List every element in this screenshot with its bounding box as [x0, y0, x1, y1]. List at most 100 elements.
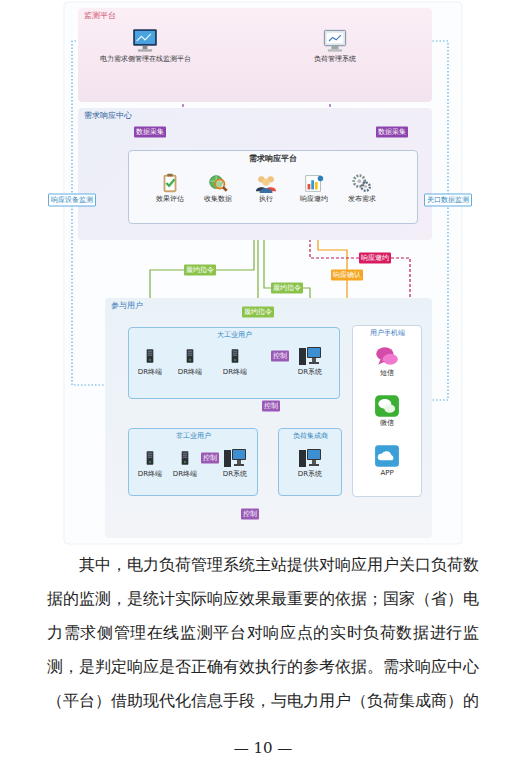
icon-node: DR终端 [136, 447, 164, 479]
icon-graphic [376, 347, 398, 364]
icon-pc [222, 447, 248, 469]
group-title: 监测平台 [84, 11, 116, 21]
icon-bubble [374, 344, 400, 368]
icon-caption: DR系统 [298, 470, 322, 479]
icon-caption: 收集数据 [204, 195, 232, 204]
icon-server [142, 447, 158, 469]
icon-wechat [374, 394, 400, 418]
icon-caption: DR终端 [138, 368, 162, 377]
icon-caption: 电力需求侧管理在线监测平台 [100, 55, 191, 64]
icon-node: DR终端 [171, 447, 199, 479]
icon-graphic [324, 30, 345, 51]
icon-graphic [164, 174, 177, 192]
group-title: 大工业用户 [129, 331, 339, 340]
icon-caption: DR系统 [223, 470, 247, 479]
group-title: 参与用户 [111, 301, 143, 311]
group-title: 负荷集成商 [279, 432, 341, 441]
icon-node: 负荷管理系统 [312, 28, 358, 64]
group-band: 负荷集成商 DR系统 [278, 428, 342, 496]
figure-frame [64, 2, 462, 544]
icon-caption: 微信 [380, 419, 394, 428]
edge-label: 履约指令 [184, 265, 216, 276]
icon-search [207, 172, 229, 194]
icon-graphic [306, 176, 323, 192]
page-number: — 10 — [0, 738, 526, 758]
icon-node: 发布需求 [346, 172, 378, 204]
icon-pc [297, 447, 323, 469]
edge-label: 关口数据监测 [424, 194, 472, 207]
icon-node: 响应邀约 [298, 172, 330, 204]
icon-graphic [375, 445, 399, 467]
group-band: 监测平台电力需求侧管理在线监测平台 负荷管理系统 [78, 8, 432, 102]
icon-caption: 负荷管理系统 [314, 55, 356, 64]
group-band: 非工业用户DR终端DR终端DR系统 [128, 428, 258, 496]
icon-graphic [187, 349, 194, 362]
icon-caption: 效果评估 [156, 195, 184, 204]
group-title: 用户手机端 [353, 329, 421, 338]
icon-graphic [182, 451, 189, 464]
icon-screen [320, 28, 350, 54]
icon-caption: 响应邀约 [300, 195, 328, 204]
icon-graphic [299, 449, 321, 467]
group-band: 参与用户大工业用户DR终端DR终端DR终端DR系统非工业用户DR终端DR终端DR… [105, 298, 432, 538]
icon-node: DR终端 [136, 345, 164, 377]
edge-label: 履约指令 [242, 307, 274, 318]
icon-graphic [232, 349, 239, 362]
icon-gears [351, 172, 373, 194]
icon-caption: APP [380, 469, 393, 478]
edge-label: 控制 [241, 509, 259, 520]
edge-label: 数据采集 [134, 127, 166, 138]
body-paragraph: 其中，电力负荷管理系统主站提供对响应用户关口负荷数据的监测，是统计实际响应效果最… [47, 548, 479, 718]
group-band: 需求响应平台效果评估收集数据执行响应邀约发布需求 [128, 150, 418, 224]
edge-label: 控制 [262, 401, 280, 412]
icon-node: DR终端 [221, 345, 249, 377]
edge-label: 响应设备监测 [48, 194, 96, 207]
edge-label: 数据采集 [376, 127, 408, 138]
icon-cloud [374, 444, 400, 468]
icon-graphic [147, 349, 154, 362]
icon-graphic [147, 451, 154, 464]
icon-monitor [130, 28, 160, 54]
icon-node: 微信 [372, 394, 402, 428]
icon-caption: DR终端 [138, 470, 162, 479]
icon-graphic [133, 29, 157, 51]
icon-graphic [224, 449, 246, 467]
group-band: 大工业用户 DR终端 DR终端 DR终端 DR系统 [128, 327, 340, 399]
group-band: 用户手机端短信微信 APP [352, 325, 422, 497]
icon-server [142, 345, 158, 367]
edge-label: 控制 [271, 351, 289, 362]
icon-node: 收集数据 [202, 172, 234, 204]
icon-node: DR系统 [295, 345, 325, 377]
icon-people [255, 172, 277, 194]
icon-graphic [299, 347, 321, 365]
icon-check [159, 172, 181, 194]
icon-caption: 执行 [259, 195, 273, 204]
icon-graphic [354, 176, 370, 191]
icon-graphic [256, 176, 276, 193]
icon-node: APP [372, 444, 402, 478]
icon-node: 电力需求侧管理在线监测平台 [98, 28, 193, 64]
group-title: 需求响应中心 [84, 111, 132, 121]
icon-server [182, 345, 198, 367]
icon-caption: DR终端 [223, 368, 247, 377]
icon-node: DR系统 [220, 447, 250, 479]
icon-node: 执行 [253, 172, 279, 204]
icon-caption: DR系统 [298, 368, 322, 377]
icon-node: DR终端 [176, 345, 204, 377]
icon-server [177, 447, 193, 469]
edge-label: 响应确认 [331, 270, 363, 281]
icon-node: 短信 [372, 344, 402, 378]
icon-graphic [375, 395, 399, 417]
edge-label: 履约指令 [271, 283, 303, 294]
edge-label: 控制 [201, 453, 219, 464]
icon-node: DR系统 [295, 447, 325, 479]
icon-chart [303, 172, 325, 194]
icon-caption: DR终端 [173, 470, 197, 479]
edge-label: 响应邀约 [359, 253, 391, 264]
icon-server [227, 345, 243, 367]
icon-caption: DR终端 [178, 368, 202, 377]
icon-node: 效果评估 [154, 172, 186, 204]
